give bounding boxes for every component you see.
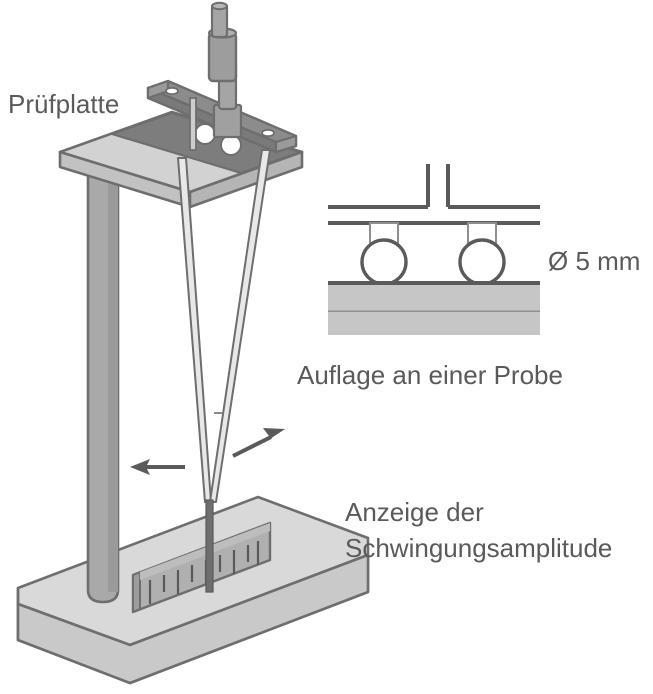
actuator-rod bbox=[207, 1, 243, 139]
inset-ball-2 bbox=[458, 238, 506, 286]
ball-contact-1 bbox=[194, 123, 216, 145]
beam-hole-right bbox=[261, 128, 275, 138]
arrow-left bbox=[130, 459, 185, 475]
wire-left bbox=[177, 157, 212, 503]
label-test-plate: Prüfplatte bbox=[8, 89, 119, 119]
wire-right bbox=[209, 149, 271, 503]
support-detail-inset bbox=[328, 164, 540, 335]
pendulum-wires bbox=[177, 149, 271, 503]
label-amplitude-line2: Schwingungsamplitude bbox=[345, 533, 612, 563]
label-amplitude-line1: Anzeige der bbox=[345, 497, 484, 527]
amplitude-scale bbox=[131, 521, 272, 614]
beam-hole-left bbox=[165, 86, 179, 96]
label-ball-diameter: Ø 5 mm bbox=[548, 246, 640, 276]
label-support-caption: Auflage an einer Probe bbox=[297, 360, 563, 390]
inset-ball-1 bbox=[360, 238, 408, 286]
arrow-right-up bbox=[232, 428, 285, 458]
pointer-needle bbox=[205, 499, 214, 593]
motion-arrows bbox=[130, 428, 285, 475]
column bbox=[86, 163, 120, 604]
